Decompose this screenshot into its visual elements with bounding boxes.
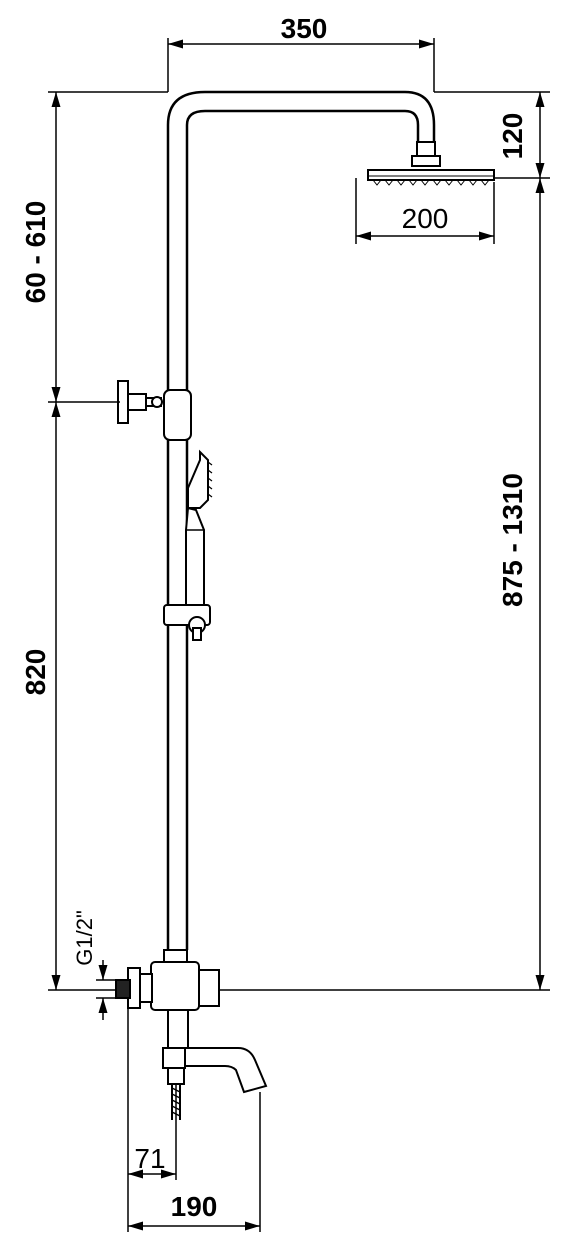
dim-spout-reach: 190 <box>171 1191 218 1222</box>
shower-arm-nut <box>411 155 441 167</box>
height-adjust-collar <box>163 389 192 441</box>
dimension-labels: 350 120 200 60 - 610 875 - 1310 820 G1/2… <box>20 13 528 1222</box>
dim-height-range-upper: 60 - 610 <box>20 201 51 304</box>
mixer-valve <box>115 949 220 1120</box>
dim-bar-height: 820 <box>20 649 51 696</box>
dim-arm-length: 350 <box>281 13 328 44</box>
wall-bracket <box>117 380 163 424</box>
dim-head-drop: 120 <box>497 113 528 160</box>
riser-tube <box>166 90 436 950</box>
shower-column <box>115 90 495 1120</box>
dimension-lines <box>48 38 550 1232</box>
dim-inlet-offset: 71 <box>134 1143 165 1174</box>
overhead-shower-head <box>367 169 495 186</box>
dim-thread: G1/2" <box>72 910 97 966</box>
hand-shower <box>185 449 213 613</box>
shower-arm-connector <box>416 141 436 157</box>
dim-head-width: 200 <box>402 203 449 234</box>
dim-height-range-total: 875 - 1310 <box>497 473 528 607</box>
bath-spout <box>184 1047 268 1094</box>
shower-hose <box>171 1084 181 1120</box>
